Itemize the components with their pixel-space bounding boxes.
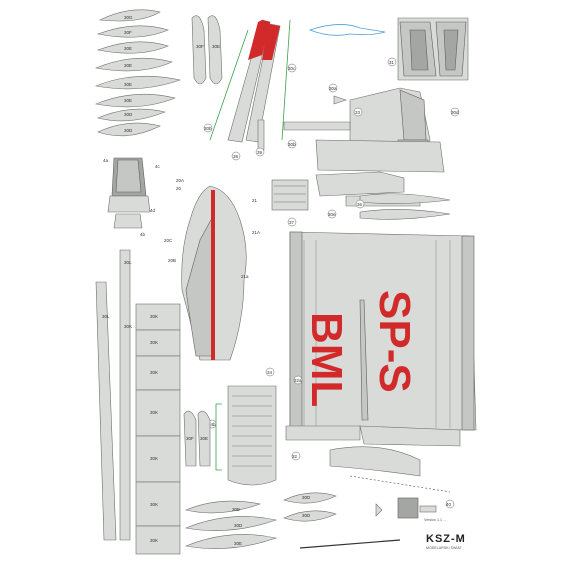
part-label: 4b	[140, 232, 146, 237]
rib-label: 30E	[124, 63, 132, 68]
spar-label: 30L	[102, 314, 110, 319]
rib-label: 30D	[124, 128, 133, 133]
rib-label: 30F	[186, 436, 194, 441]
rib-label: 30E	[232, 507, 240, 512]
part-number: 30b	[288, 142, 296, 147]
fin-parts: 38 39 30b 30c 30b	[203, 19, 297, 161]
registration-part1: BML	[302, 312, 351, 407]
part-number: 34	[267, 370, 273, 375]
brand-logo: KSZ-M	[426, 533, 466, 545]
part-number: 32a	[294, 378, 302, 383]
part-number: 30d	[451, 110, 459, 115]
part-number: 30c	[288, 66, 296, 71]
rib-label: 30F	[124, 30, 132, 35]
part-label: 4c	[155, 164, 161, 169]
part-label: 20B	[168, 258, 176, 263]
part-label: 4d	[150, 208, 156, 213]
rib-label: 30E	[124, 82, 132, 87]
lower-strip: 32	[285, 425, 461, 493]
rib-column-left: 30G 30F 30E 30E 30E 30E 30D 30D	[94, 9, 182, 137]
rib-label: 30E	[212, 44, 220, 49]
part-label: 20	[176, 186, 182, 191]
part-number: 36	[357, 202, 363, 207]
part-number: 40	[446, 502, 452, 507]
part-number: 38	[233, 154, 239, 159]
spar-label: 30K	[150, 410, 158, 415]
part-34: 34b 30F 30E	[183, 385, 277, 486]
part-label: 21A	[252, 230, 260, 235]
part-number: 39	[257, 150, 263, 155]
part-label: 21a	[241, 274, 249, 279]
spar-strips: 30L 30L 30K	[95, 249, 132, 541]
spar-label: 30K	[150, 502, 158, 507]
brand-block: KSZ-M MODELARSKI SWIAT Version 1.1 ...	[424, 518, 466, 550]
hardware-parts: 40	[299, 497, 455, 549]
rib-label: 30E	[124, 98, 132, 103]
spar-label: 30K	[150, 538, 158, 543]
spar-panel-column: 30K 30K 30K 30K 30K 30K 30K	[135, 303, 181, 555]
rib-label: 30E	[124, 46, 132, 51]
rib-label: 30E	[200, 436, 208, 441]
wire-outline	[308, 24, 386, 36]
fuselage-box: 31	[387, 17, 469, 81]
rib-label: 30D	[302, 513, 311, 518]
version-text: Version 1.1 ...	[424, 518, 446, 522]
part-number: 34b	[208, 422, 216, 427]
part-label: 4a	[103, 158, 109, 163]
part-number: 31	[389, 60, 395, 65]
rib-label: 30D	[234, 523, 243, 528]
spar-label: 30K	[124, 324, 132, 329]
brand-subtitle: MODELARSKI SWIAT	[426, 546, 462, 550]
part-label: 20A	[176, 178, 184, 183]
rib-row-bottom: 30E 30D 30E 30D 30D	[184, 492, 337, 549]
rib-label: 30G	[124, 15, 133, 20]
spar-label: 30L	[124, 260, 132, 265]
rib-label: 30D	[302, 495, 311, 500]
part-36: 36 30e	[327, 193, 451, 220]
fuselage-upper: 33 30a 30d	[283, 83, 460, 207]
stabilizer-part: 20 20A 20C 20B 21 21A 21a	[164, 178, 260, 361]
small-parts-37: 37	[271, 179, 309, 227]
spar-label: 30K	[150, 314, 158, 319]
part-label: 21	[252, 198, 258, 203]
part-number: 37	[289, 220, 295, 225]
spar-label: 30K	[150, 370, 158, 375]
part-label: 20C	[164, 238, 173, 243]
part-number: 33	[355, 110, 361, 115]
guide-line	[281, 19, 291, 141]
spar-label: 30K	[150, 456, 158, 461]
registration-part2: SP-S	[370, 290, 419, 393]
seat-part: 4a 4c 4d 4b	[103, 157, 161, 237]
rib-label: 30E	[234, 541, 242, 546]
part-number: 30e	[328, 212, 336, 217]
part-number: 32	[292, 454, 298, 459]
spar-label: 30K	[150, 340, 158, 345]
rib-label: 30D	[124, 112, 133, 117]
part-number: 30b	[204, 126, 212, 131]
rib-label: 30F	[196, 44, 204, 49]
wing-panel: BML SP-S 32a 34	[265, 231, 477, 431]
part-number: 30a	[329, 86, 337, 91]
guide-line	[209, 29, 249, 141]
rib-pair-upper: 30F 30E	[191, 15, 223, 85]
